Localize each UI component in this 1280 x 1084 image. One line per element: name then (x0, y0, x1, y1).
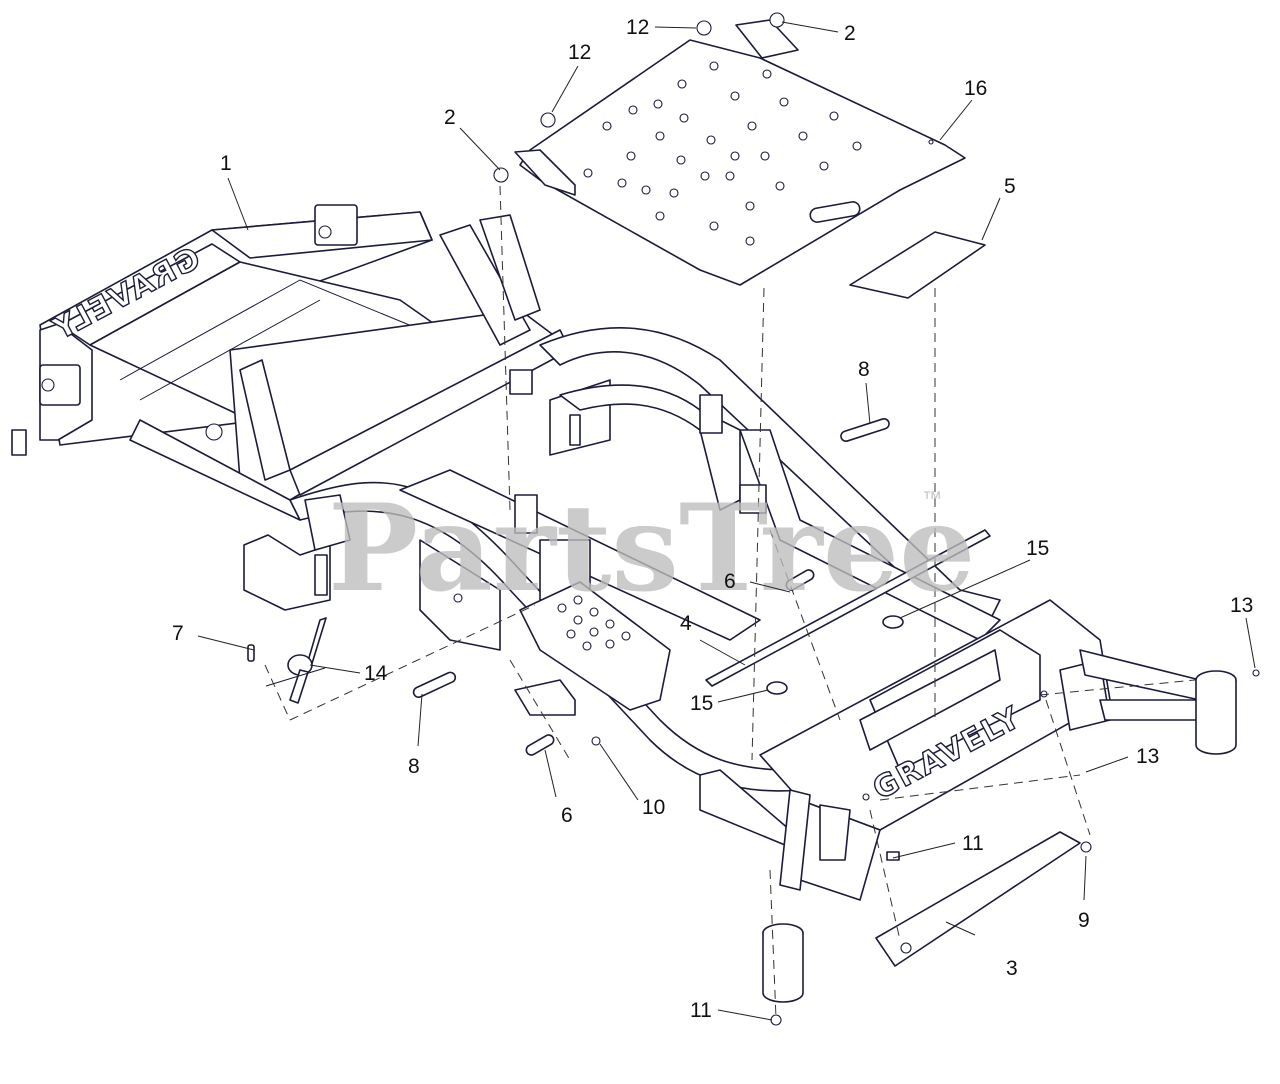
callout-11-front: 11 (962, 832, 984, 855)
callout-13-right: 13 (1230, 594, 1253, 617)
hardware (247, 12, 1260, 1026)
callout-13-front: 13 (1136, 745, 1159, 768)
caster-left (762, 789, 811, 1003)
callout-14: 14 (364, 662, 388, 685)
left-side-brackets (243, 494, 791, 846)
part-14-knob (265, 617, 327, 704)
trademark-symbol: ™ (922, 488, 942, 510)
callout-9: 9 (1078, 909, 1090, 932)
caster-right (1079, 649, 1237, 755)
part-3-bar (875, 831, 1081, 967)
part-4-plate (705, 529, 991, 687)
callout-8-upper: 8 (858, 358, 870, 381)
part-16-plate (514, 19, 966, 286)
callout-11-bottom: 11 (690, 999, 712, 1022)
center-frame (129, 214, 611, 521)
foot-rest (519, 581, 671, 711)
callout-2-right: 2 (844, 22, 856, 45)
frame-line-art: GRAVELY (11, 12, 1260, 1026)
callout-6-upper: 6 (724, 570, 736, 593)
watermark-text: PartsTree (328, 478, 975, 619)
callout-3: 3 (1006, 957, 1018, 980)
callout-4: 4 (680, 612, 692, 635)
callout-2-left: 2 (444, 106, 456, 129)
plate-holes (583, 61, 934, 246)
foot-rest-holes (557, 595, 631, 651)
alignment-lines (264, 185, 1196, 1019)
callout-8-lower: 8 (408, 755, 420, 778)
callout-15-lower: 15 (690, 692, 713, 715)
watermark: PartsTree ™ (328, 478, 975, 619)
leader-lines (197, 21, 1256, 1021)
callout-10: 10 (642, 796, 665, 819)
callout-16: 16 (964, 77, 987, 100)
callout-1: 1 (220, 152, 232, 175)
callout-5: 5 (1004, 175, 1016, 198)
callout-15-upper: 15 (1026, 537, 1049, 560)
callout-12-mid: 12 (568, 41, 591, 64)
callout-12-top: 12 (626, 16, 649, 39)
part-5-shim (849, 231, 986, 299)
callout-6-lower: 6 (561, 804, 573, 827)
callout-7: 7 (172, 622, 184, 645)
callouts: 1 2 2 3 4 5 6 6 7 8 8 9 10 11 11 12 12 1… (172, 16, 1253, 1022)
